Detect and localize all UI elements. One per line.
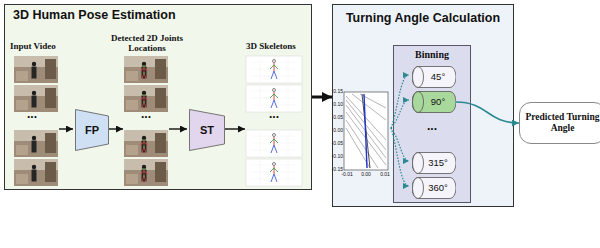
ellipsis: ... [416, 120, 448, 133]
tick-label: -0.01 [339, 172, 355, 178]
tick-label: -0.05 [331, 141, 343, 147]
ellipsis: ... [262, 108, 286, 121]
tick-label: -0.15 [331, 167, 343, 173]
flow-arrows [59, 128, 245, 129]
panel-title: Turning Angle Calculation [333, 5, 513, 31]
bin-cylinder: 45° [412, 66, 456, 88]
column-label: Detected 2D Joints Locations [110, 34, 184, 54]
tick-label: -0.10 [331, 154, 343, 160]
angle-plot [344, 92, 388, 170]
node-label: ST [200, 124, 214, 137]
column-label: 3D Skeletons [246, 42, 310, 52]
node-label: 315° [420, 158, 448, 169]
tick-label: 0.10 [331, 102, 343, 108]
node-label: 90° [423, 97, 445, 108]
bin-cylinder: 90° [412, 91, 456, 113]
skeleton-plots [246, 56, 302, 186]
tick-label: 0.00 [331, 128, 343, 134]
dotted-bin-arrows [391, 75, 409, 186]
video-frames [14, 56, 58, 186]
bin-cylinder: 360° [412, 177, 456, 199]
tick-label: 0.00 [358, 172, 374, 178]
column-label: Input Video [10, 42, 70, 52]
connector-arrow [312, 96, 332, 99]
output-box: Predicted Turning Angle [519, 102, 600, 144]
fp-block: FP [75, 109, 109, 151]
st-block: ST [189, 109, 225, 151]
connector-arrow [456, 102, 519, 123]
node-label: 360° [420, 183, 448, 194]
panel-title: Binning [394, 46, 470, 63]
bin-cylinder: 315° [412, 152, 456, 174]
node-label: 45° [423, 72, 445, 83]
ellipsis: ... [20, 108, 44, 121]
panel-title: 3D Human Pose Estimation [5, 5, 311, 25]
tick-label: 0.15 [331, 89, 343, 95]
tick-label: 0.01 [377, 172, 393, 178]
node-label: Predicted Turning Angle [520, 112, 600, 134]
node-label: FP [85, 124, 99, 137]
ellipsis: ... [134, 108, 158, 121]
detected-frames [124, 56, 168, 186]
tick-label: 0.05 [331, 115, 343, 121]
